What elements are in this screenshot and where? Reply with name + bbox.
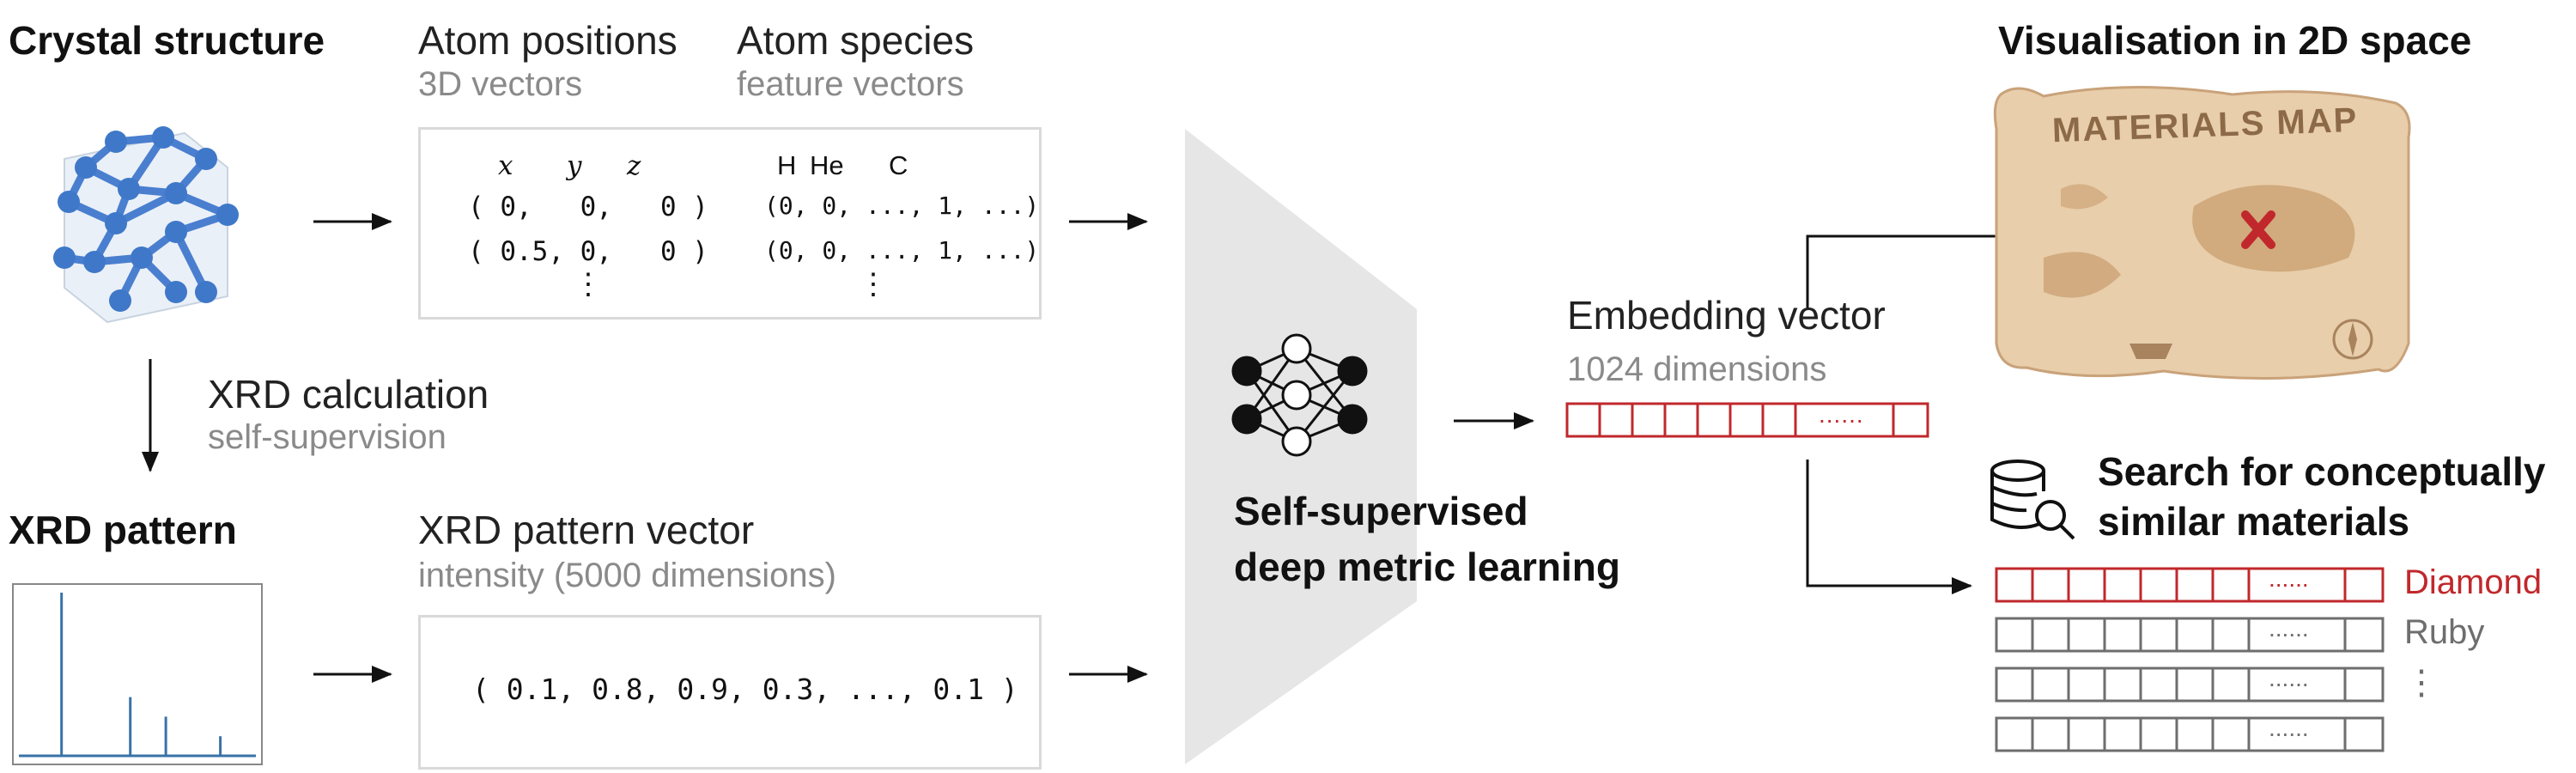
neural-network-icon xyxy=(1231,333,1368,457)
xrd-pattern-title: XRD pattern xyxy=(9,508,237,552)
network-label-line1: Self-supervised xyxy=(1234,489,1528,533)
species-ellipsis: ⋮ xyxy=(859,267,888,301)
crystal-structure-icon xyxy=(53,126,239,324)
xrd-calc-sub: self-supervision xyxy=(208,418,447,456)
search-result-bar-2 xyxy=(1995,617,2385,653)
search-result-bars xyxy=(1995,567,2385,752)
search-result-dots-3: ...... xyxy=(2269,665,2309,691)
embedding-title: Embedding vector xyxy=(1567,293,1886,338)
embedding-sub: 1024 dimensions xyxy=(1567,350,1827,388)
xrd-vector-box: ( 0.1, 0.8, 0.9, 0.3, ..., 0.1 ) xyxy=(418,615,1042,770)
atom-features-box: x y z ( 0, 0, 0 ) ( 0.5, 0, 0 ) ⋮ H He C… xyxy=(418,127,1042,320)
search-result-bar-1 xyxy=(1995,567,2385,603)
position-row-2: ( 0.5, 0, 0 ) xyxy=(468,236,708,267)
species-header-h: H xyxy=(777,150,797,180)
atom-positions-sub: 3D vectors xyxy=(418,65,583,103)
atom-species-title: Atom species xyxy=(737,18,975,63)
xrd-plot-frame xyxy=(12,583,263,765)
search-title-line1: Search for conceptually xyxy=(2098,449,2546,494)
visualisation-title: Visualisation in 2D space xyxy=(1998,18,2472,63)
xrd-vector-value: ( 0.1, 0.8, 0.9, 0.3, ..., 0.1 ) xyxy=(472,673,1018,706)
treasure-map-icon xyxy=(1993,85,2411,380)
search-result-dots-1: ...... xyxy=(2269,565,2309,592)
embedding-dots: ...... xyxy=(1819,401,1864,428)
position-header-z: z xyxy=(627,150,641,181)
position-header-y: y xyxy=(567,150,582,181)
search-result-bar-3 xyxy=(1995,666,2385,703)
crystal-structure-title: Crystal structure xyxy=(9,18,325,63)
search-result-bar-4 xyxy=(1995,716,2385,752)
database-search-icon xyxy=(1990,460,2075,540)
species-header-c: C xyxy=(889,150,908,180)
species-row-2: (0, 0, ..., 1, ...) xyxy=(764,236,1040,265)
xrd-calc-title: XRD calculation xyxy=(208,372,489,417)
xrd-peaks xyxy=(60,593,222,756)
search-result-name-3: ⋮ xyxy=(2404,664,2439,702)
atom-species-sub: feature vectors xyxy=(737,65,964,103)
position-header-x: x xyxy=(498,150,513,181)
species-header-he: He xyxy=(810,150,844,180)
search-result-name-2: Ruby xyxy=(2404,613,2485,651)
search-result-dots-4: ...... xyxy=(2269,715,2309,741)
embedding-vector-bar xyxy=(1565,402,1929,438)
xrd-vector-title: XRD pattern vector xyxy=(418,508,755,552)
search-result-name-1: Diamond xyxy=(2404,563,2543,601)
atom-positions-title: Atom positions xyxy=(418,18,677,63)
xrd-vector-sub: intensity (5000 dimensions) xyxy=(418,557,836,594)
position-row-1: ( 0, 0, 0 ) xyxy=(468,192,708,222)
network-label-line2: deep metric learning xyxy=(1234,545,1620,589)
arrow-embedding-to-search xyxy=(1806,460,1972,594)
position-ellipsis: ⋮ xyxy=(574,267,603,301)
search-title-line2: similar materials xyxy=(2098,499,2410,544)
species-row-1: (0, 0, ..., 1, ...) xyxy=(764,192,1040,220)
search-result-dots-2: ...... xyxy=(2269,615,2309,642)
